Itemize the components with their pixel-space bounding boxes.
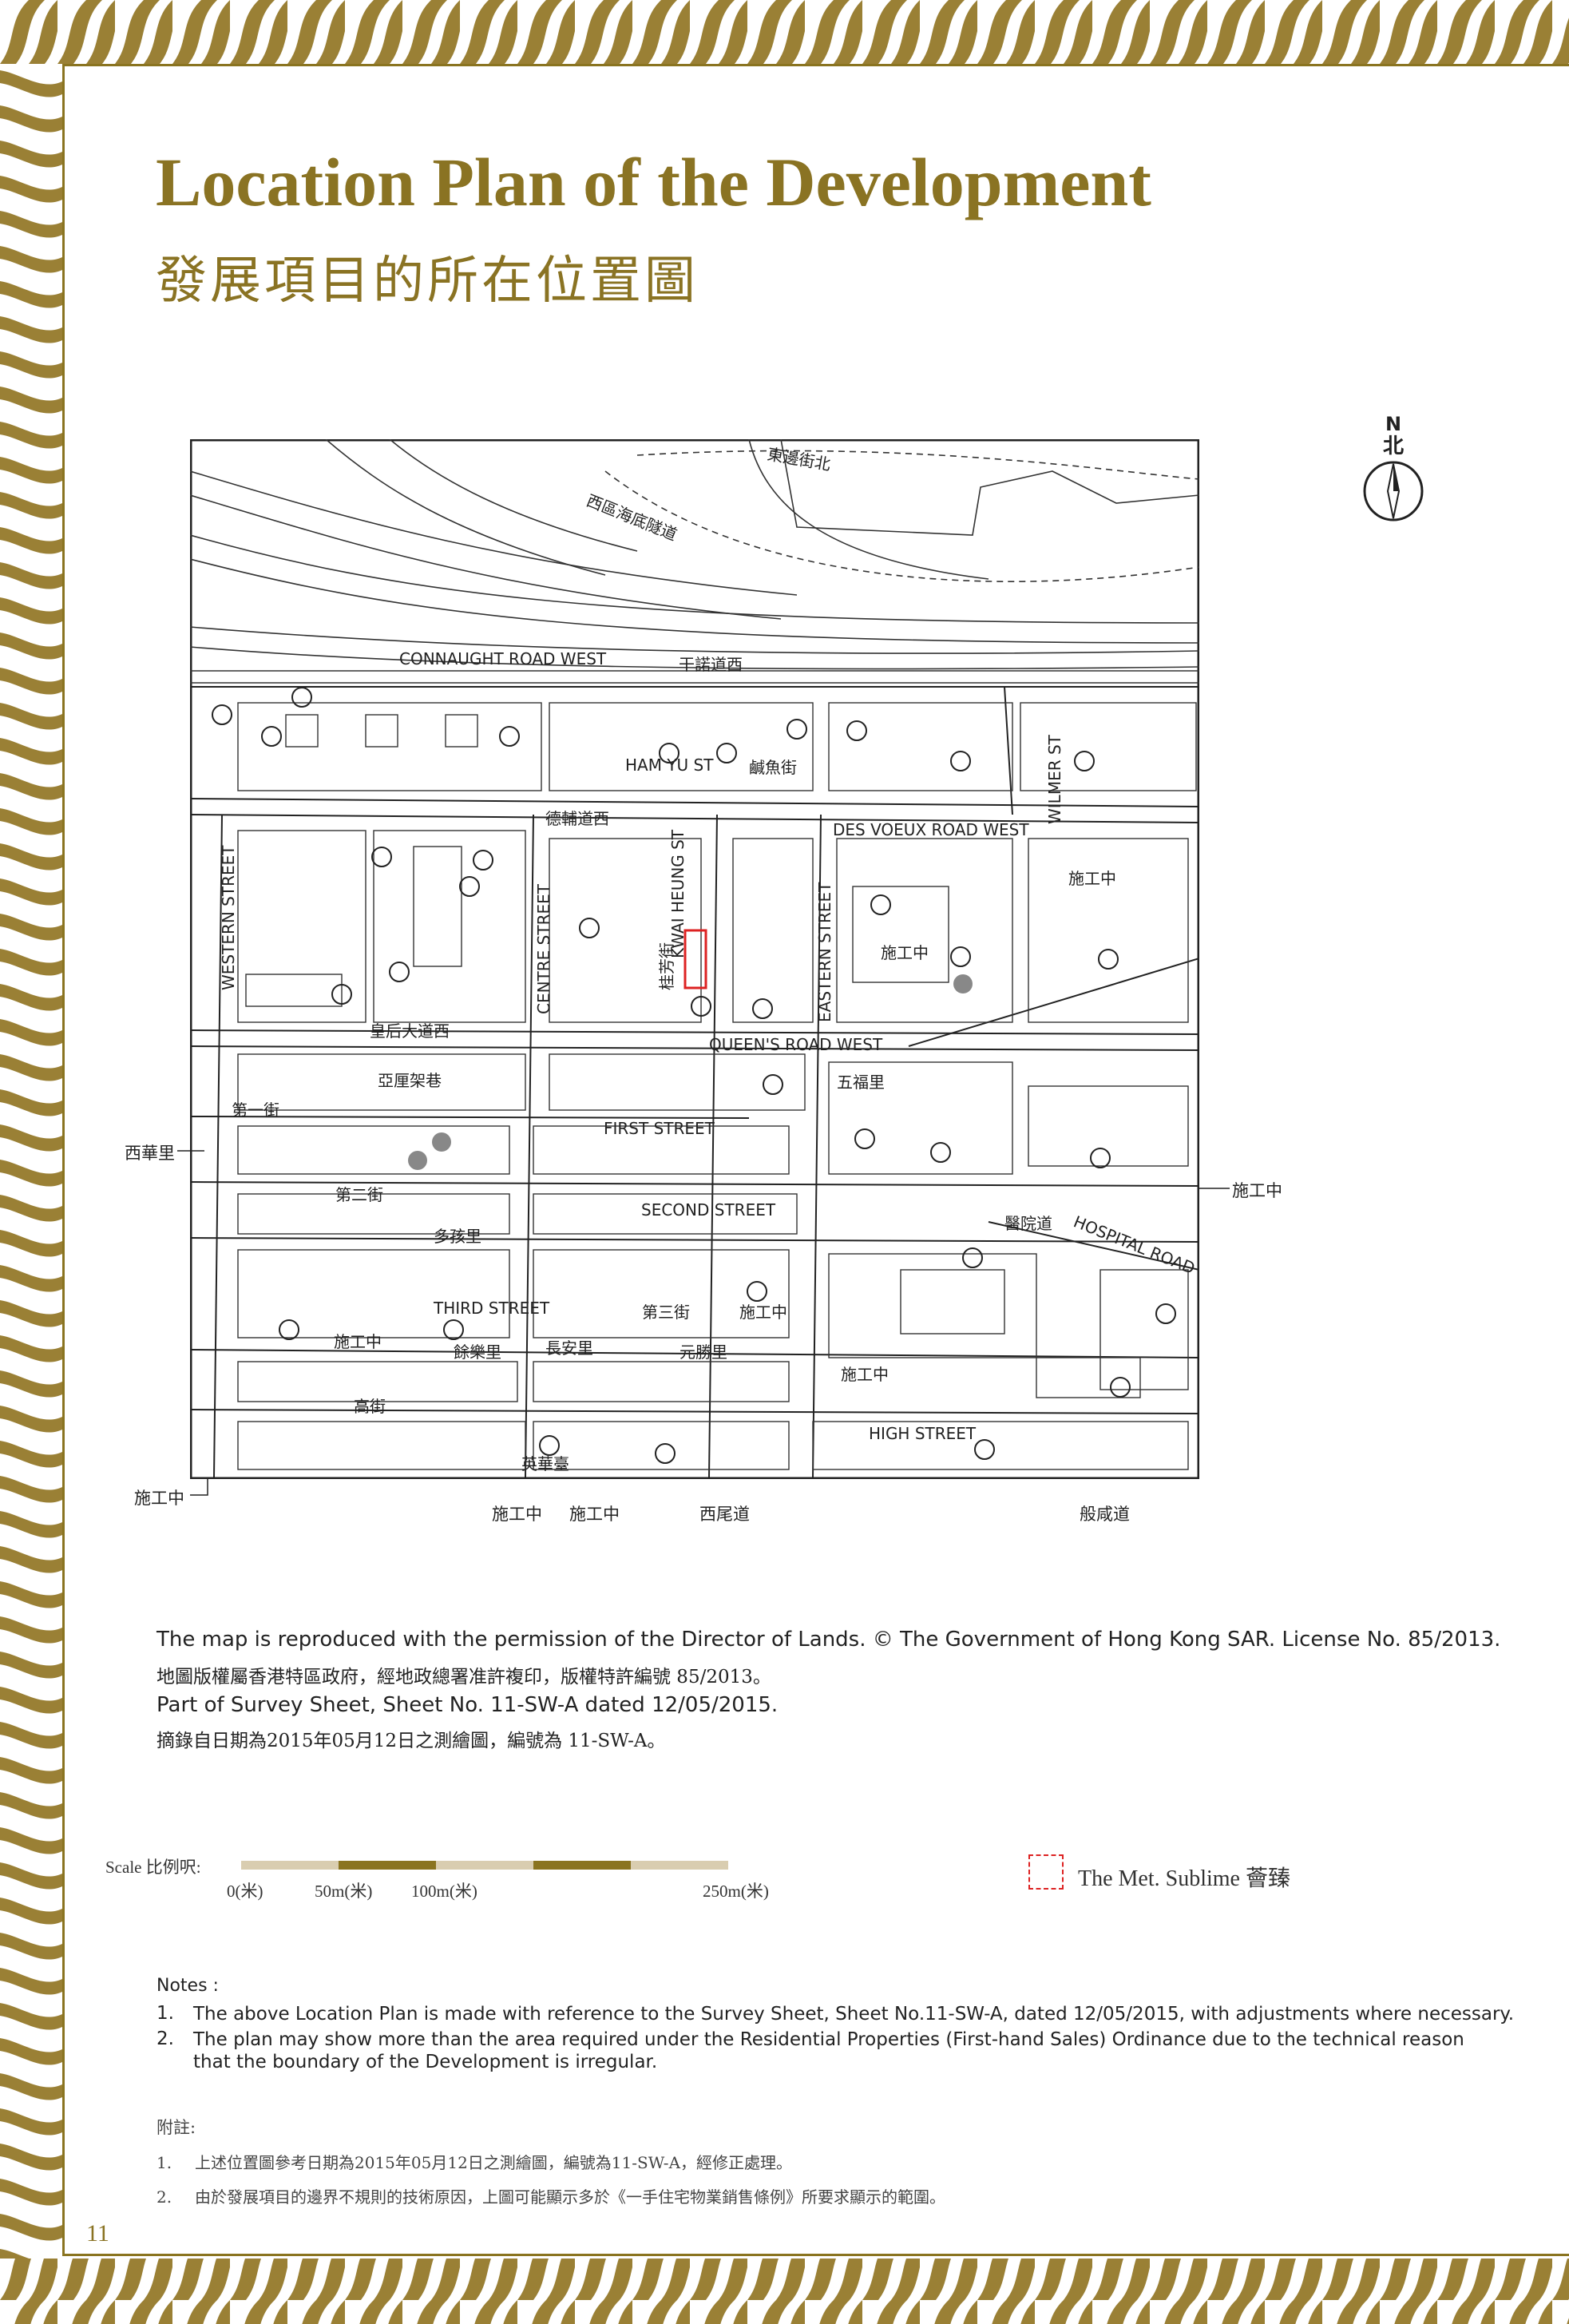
- road-western-street: WESTERN STREET: [219, 845, 238, 990]
- road-kwai-fong-street: 桂芳街: [657, 942, 676, 990]
- scale-tick: 50m(米): [315, 1882, 373, 1901]
- note-number: 1.: [157, 2003, 174, 2024]
- road-to-li-terrace: 多孩里: [434, 1227, 481, 1246]
- road-third-street: THIRD STREET: [433, 1299, 550, 1318]
- callout-poon-shin-road: 般咸道: [1080, 1505, 1130, 1524]
- callout-construction-bottom-2: 施工中: [569, 1505, 620, 1524]
- page-title-chinese: 發展項目的所在位置圖: [156, 252, 699, 311]
- page-title: Location Plan of the Development: [156, 144, 1151, 220]
- road-first-street: FIRST STREET: [604, 1119, 715, 1138]
- note-item-zh: 2. 由於發展項目的邊界不規則的技術原因，上圖可能顯示多於《一手住宅物業銷售條例》…: [157, 2184, 945, 2207]
- note-number: 1.: [157, 2153, 172, 2172]
- road-ah-lei-lane: 亞厘架巷: [378, 1071, 442, 1090]
- road-second-street-zh: 第二街: [335, 1185, 383, 1204]
- road-connaught-road-west-zh: 干諾道西: [679, 655, 743, 674]
- label-under-construction: 施工中: [841, 1365, 889, 1384]
- road-first-street-zh: 第一街: [232, 1101, 279, 1120]
- road-third-street-zh: 第三街: [642, 1303, 690, 1322]
- note-number: 2.: [157, 2029, 174, 2049]
- scale-label: Scale 比例呎:: [105, 1858, 201, 1877]
- road-ng-fuk-lane: 五福里: [837, 1073, 885, 1092]
- road-cheung-on-lane: 長安里: [545, 1338, 593, 1358]
- road-high-street: HIGH STREET: [869, 1424, 977, 1443]
- road-ham-yu-st: HAM YU ST: [625, 755, 714, 775]
- notes-heading-zh: 附註:: [157, 2118, 196, 2137]
- note-text: The above Location Plan is made with ref…: [193, 2004, 1515, 2025]
- development-boundary: [683, 929, 707, 989]
- road-yuen-shing-lane: 元勝里: [680, 1342, 727, 1362]
- scale-tick: 100m(米): [411, 1882, 477, 1901]
- callout-leader: [1198, 1188, 1230, 1189]
- callout-construction-right: 施工中: [1232, 1181, 1282, 1200]
- page-number: 11: [86, 2220, 109, 2247]
- road-wilmer-st: WILMER ST: [1045, 734, 1064, 824]
- map-dots: [408, 974, 973, 1170]
- note-text: 由於發展項目的邊界不規則的技術原因，上圖可能顯示多於《一手住宅物業銷售條例》所要…: [195, 2187, 945, 2207]
- label-under-construction: 施工中: [1068, 869, 1116, 888]
- note-text: 上述位置圖參考日期為2015年05月12日之測繪圖，編號為11-SW-A，經修正…: [195, 2153, 793, 2172]
- survey-sheet-zh: 摘錄自日期為2015年05月12日之測繪圖，編號為 11-SW-A。: [157, 1731, 666, 1751]
- label-under-construction: 施工中: [881, 943, 929, 962]
- callout-construction-bottom-left: 施工中: [134, 1489, 184, 1508]
- notes-heading: Notes :: [157, 1976, 219, 1996]
- callout-sai-mei-road: 西尾道: [699, 1505, 750, 1524]
- development-legend-label: The Met. Sublime 薈臻: [1078, 1866, 1290, 1891]
- north-char: 北: [1383, 434, 1404, 458]
- north-letter: N: [1385, 413, 1401, 435]
- callout-construction-bottom-1: 施工中: [492, 1505, 542, 1524]
- road-second-street: SECOND STREET: [641, 1200, 776, 1220]
- city-blocks: [237, 702, 1197, 1470]
- scale-tick: 250m(米): [703, 1882, 769, 1901]
- label-under-construction: 施工中: [739, 1303, 787, 1322]
- road-queens-road-west: QUEEN'S ROAD WEST: [709, 1035, 883, 1054]
- map-credit-zh: 地圖版權屬香港特區政府，經地政總署准許複印，版權特許編號 85/2013。: [157, 1667, 771, 1687]
- road-ham-yu-st-zh: 鹹魚街: [749, 758, 797, 777]
- road-centre-street: CENTRE STREET: [534, 883, 553, 1014]
- label-under-construction: 施工中: [334, 1332, 382, 1351]
- road-ying-wa-terrace: 英華臺: [521, 1454, 569, 1473]
- callout-leader: [190, 1479, 208, 1496]
- road-des-voeux-road-west: DES VOEUX ROAD WEST: [833, 820, 1029, 839]
- development-legend-swatch: [1028, 1854, 1064, 1890]
- road-hospital-road-zh: 醫院道: [1004, 1214, 1052, 1233]
- note-text: The plan may show more than the area req…: [193, 2029, 1464, 2072]
- road-des-voeux-zh: 德輔道西: [545, 809, 609, 828]
- map-symbols: [212, 687, 1176, 1464]
- scale-bar: [241, 1861, 728, 1870]
- road-kwai-heung-st: KWAI HEUNG ST: [668, 829, 687, 958]
- road-eastern-street: EASTERN STREET: [815, 882, 834, 1022]
- road-queens-road-west-zh: 皇后大道西: [370, 1021, 450, 1041]
- note-item-zh: 1. 上述位置圖參考日期為2015年05月12日之測繪圖，編號為11-SW-A，經…: [157, 2150, 792, 2173]
- road-connaught-road-west: CONNAUGHT ROAD WEST: [399, 649, 607, 668]
- road-yu-lok-lane: 餘樂里: [454, 1342, 501, 1362]
- callout-sai-wa-lane: 西華里: [125, 1144, 175, 1163]
- note-number: 2.: [157, 2187, 172, 2207]
- survey-sheet-en: Part of Survey Sheet, Sheet No. 11-SW-A …: [157, 1693, 779, 1717]
- road-high-street-zh: 高街: [354, 1397, 386, 1416]
- north-arrow-icon: N 北: [1357, 411, 1429, 531]
- callout-leader: [177, 1150, 204, 1152]
- map-credit-en: The map is reproduced with the permissio…: [157, 1628, 1501, 1652]
- highway-lines: [190, 439, 1199, 684]
- scale-tick: 0(米): [227, 1882, 263, 1901]
- location-map: CONNAUGHT ROAD WEST 干諾道西 HAM YU ST 鹹魚街 德…: [190, 439, 1199, 1479]
